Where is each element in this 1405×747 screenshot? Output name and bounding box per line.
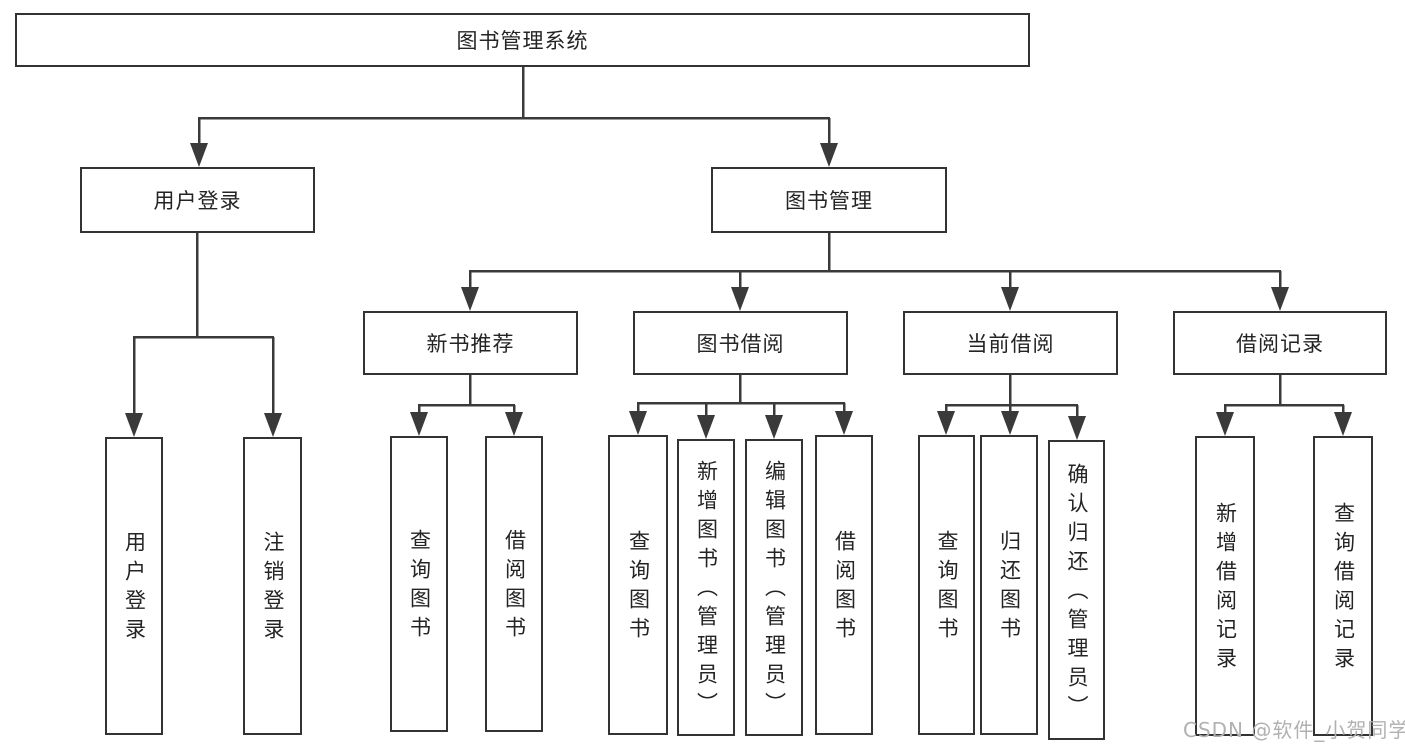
- node-book-borrowing: 图书借阅: [633, 311, 848, 375]
- node-borrowing-records: 借阅记录: [1173, 311, 1387, 375]
- leaf-user-login: 用户登录: [105, 437, 163, 735]
- node-current-borrowing: 当前借阅: [903, 311, 1118, 375]
- leaf-cb-return-books: 归还图书: [980, 435, 1038, 735]
- leaf-logout-login: 注销登录: [243, 437, 302, 735]
- arrowhead-icon: [1001, 287, 1019, 311]
- arrowhead-icon: [410, 412, 428, 436]
- leaf-bb-borrow-books: 借阅图书: [815, 435, 873, 735]
- leaf-bb-add-books-admin: 新增图书（管理员）: [677, 439, 735, 736]
- leaf-br-add-record: 新增借阅记录: [1195, 436, 1255, 736]
- arrowhead-icon: [505, 412, 523, 436]
- leaf-bb-edit-books-admin: 编辑图书（管理员）: [745, 439, 803, 736]
- arrowhead-icon: [1334, 412, 1352, 436]
- leaf-rec-query-books: 查询图书: [390, 436, 448, 732]
- leaf-cb-confirm-return-admin: 确认归还（管理员）: [1048, 440, 1105, 740]
- arrowhead-icon: [629, 411, 647, 435]
- arrowhead-icon: [190, 143, 208, 167]
- arrowhead-icon: [697, 415, 715, 439]
- leaf-br-query-record: 查询借阅记录: [1313, 436, 1373, 736]
- arrowhead-icon: [125, 413, 143, 437]
- node-root: 图书管理系统: [15, 13, 1030, 67]
- arrowhead-icon: [765, 415, 783, 439]
- leaf-rec-borrow-books: 借阅图书: [485, 436, 543, 732]
- arrowhead-icon: [820, 143, 838, 167]
- node-book-management: 图书管理: [711, 167, 947, 233]
- leaf-bb-query-books: 查询图书: [608, 435, 668, 735]
- arrowhead-icon: [1068, 416, 1086, 440]
- arrowhead-icon: [461, 287, 479, 311]
- arrowhead-icon: [937, 411, 955, 435]
- node-user-login: 用户登录: [80, 167, 315, 233]
- leaf-cb-query-books: 查询图书: [918, 435, 975, 735]
- arrowhead-icon: [1001, 411, 1019, 435]
- arrowhead-icon: [1216, 412, 1234, 436]
- watermark: CSDN @软件_小贺同学: [1183, 718, 1405, 742]
- arrowhead-icon: [1271, 287, 1289, 311]
- arrowhead-icon: [264, 413, 282, 437]
- arrowhead-icon: [835, 411, 853, 435]
- arrowhead-icon: [731, 287, 749, 311]
- node-new-book-recommend: 新书推荐: [363, 311, 578, 375]
